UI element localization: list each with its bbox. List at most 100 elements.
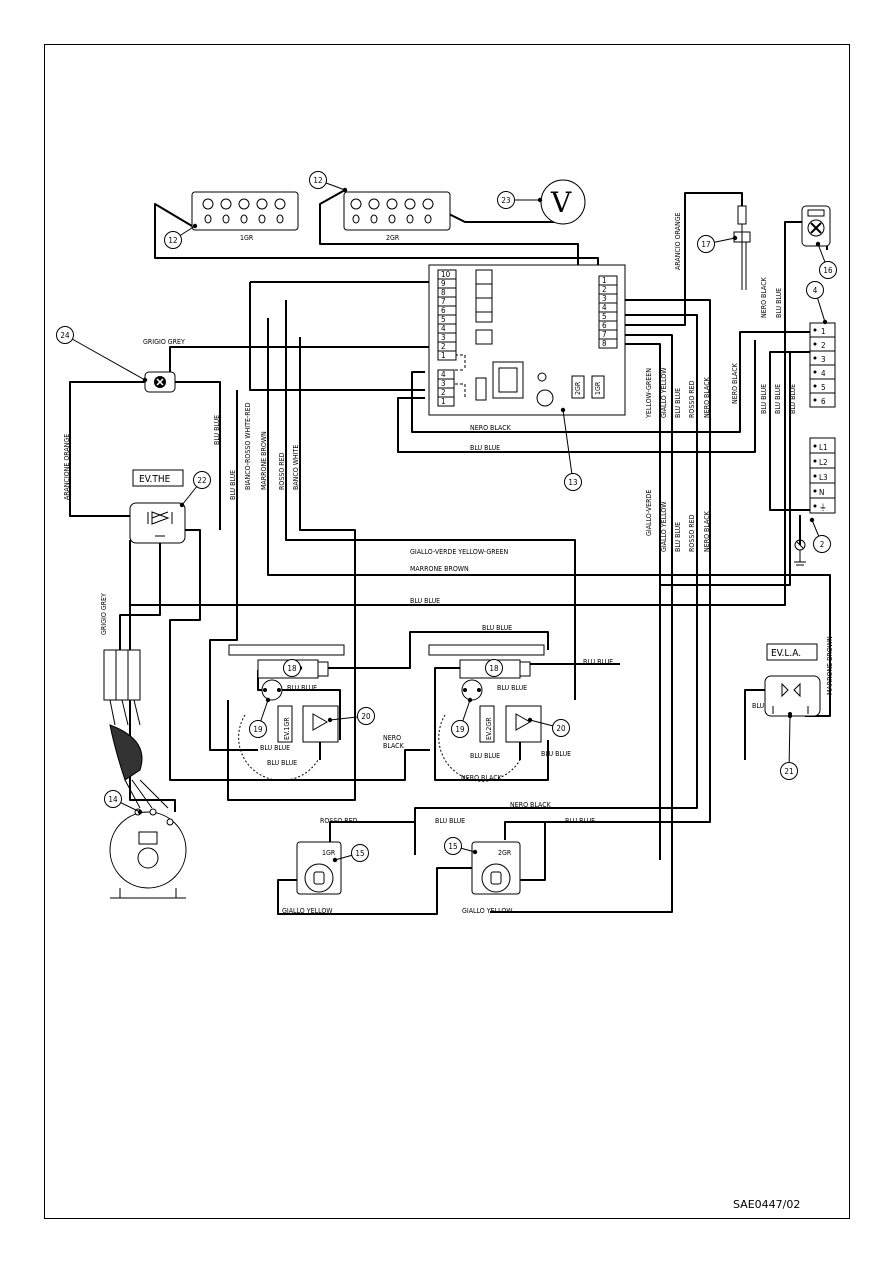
wire-label: BLU BLUE xyxy=(497,684,527,692)
wire-label: ROSSO RED xyxy=(278,452,286,490)
motor-2gr-label: 2GR xyxy=(498,849,512,857)
pin-number: 4 xyxy=(441,324,446,333)
callout-number: 14 xyxy=(108,795,118,804)
pad-2gr-label: 2GR xyxy=(386,234,400,242)
ev-1gr-label: EV.1GR xyxy=(283,717,291,740)
pin-number: 2 xyxy=(441,388,446,397)
pin-number: 5 xyxy=(602,312,607,321)
callout-number: 16 xyxy=(823,266,833,275)
callout-number: 23 xyxy=(501,196,510,205)
wire-label: BLU BLUE xyxy=(541,750,571,758)
pin-number: 7 xyxy=(441,297,446,306)
terminal-label: L2 xyxy=(819,458,828,467)
terminal-number: 4 xyxy=(821,369,826,378)
wire-label: ARANCIO ORANGE xyxy=(674,212,682,270)
ev-la-label: EV.L.A. xyxy=(771,648,801,659)
wire-label: BLU BLUE xyxy=(410,597,440,605)
wire-label: BLU BLUE xyxy=(775,288,783,318)
wire-label: BLU BLUE xyxy=(213,415,221,445)
wire-label: ROSSO RED xyxy=(320,817,358,825)
wire-label: NERO BLACK xyxy=(760,276,768,318)
wire-label: BLU BLUE xyxy=(482,624,512,632)
terminal-label: N xyxy=(819,488,824,497)
callout-number: 19 xyxy=(455,725,465,734)
terminal-number: 2 xyxy=(821,341,826,350)
pin-number: 9 xyxy=(441,279,446,288)
callout-number: 15 xyxy=(448,842,457,851)
wire-label: BLU xyxy=(752,702,764,710)
relay-1gr-label: 1GR xyxy=(594,381,602,395)
pin-number: 1 xyxy=(441,351,446,360)
callout-number: 12 xyxy=(313,176,322,185)
pin-number: 2 xyxy=(602,285,607,294)
wire-label: ARANCIONE ORANGE xyxy=(63,434,71,500)
pin-number: 3 xyxy=(441,379,446,388)
wire-label: BLU BLUE xyxy=(470,752,500,760)
wire-label: ROSSO RED xyxy=(688,514,696,552)
wire-label: BANCO WHITE xyxy=(292,445,300,490)
pad-1gr-label: 1GR xyxy=(240,234,254,242)
pin-number: 1 xyxy=(441,397,446,406)
wire-label: BLU BLUE xyxy=(774,384,782,414)
wire-label: BIANCO-ROSSO WHITE-RED xyxy=(244,402,252,490)
callout-number: 2 xyxy=(820,540,825,549)
callout-number: 20 xyxy=(556,724,566,733)
wire-label: NERO BLACK xyxy=(461,774,503,782)
wire-label: YELLOW-GREEN xyxy=(645,368,653,419)
pin-number: 7 xyxy=(602,330,607,339)
lamp-24 xyxy=(144,371,176,393)
pin-number: 3 xyxy=(441,333,446,342)
pin-number: 1 xyxy=(602,276,607,285)
pin-number: 8 xyxy=(602,339,607,348)
wire-label: NERO xyxy=(383,734,401,742)
keypad-1gr xyxy=(191,191,299,231)
pin-number: 2 xyxy=(441,342,446,351)
wire-label: BLU BLUE xyxy=(789,384,797,414)
pin-number: 6 xyxy=(441,306,446,315)
probe-sensor xyxy=(733,205,751,290)
wire-label: ROSSO RED xyxy=(688,380,696,418)
wire-label: NERO BLACK xyxy=(703,510,711,552)
pin-number: 8 xyxy=(441,288,446,297)
wire-label: MARRONE BROWN xyxy=(260,431,268,490)
terminal-number: 6 xyxy=(821,397,826,406)
terminal-number: 3 xyxy=(821,355,826,364)
terminal-label: ⏚ xyxy=(819,503,827,512)
wire-label: BLU BLUE xyxy=(260,744,290,752)
wire-label: MARRONE BROWN xyxy=(410,565,469,573)
wire-label: BLACK xyxy=(383,742,405,750)
document-reference: SAE0447/02 xyxy=(733,1198,800,1211)
wire-label: NERO BLACK xyxy=(703,376,711,418)
lamp-16 xyxy=(801,205,831,247)
callout-number: 15 xyxy=(355,849,364,858)
callout-number: 13 xyxy=(568,478,577,487)
wire-label: BLU BLUE xyxy=(674,522,682,552)
terminal-number: 5 xyxy=(821,383,826,392)
wire-label: NERO BLACK xyxy=(510,801,552,809)
pin-number: 10 xyxy=(441,270,451,279)
drawing-frame xyxy=(44,44,850,1219)
callout-number: 24 xyxy=(60,331,70,340)
terminal-number: 1 xyxy=(821,327,826,336)
keypad-2gr xyxy=(343,191,451,231)
wire-label: GIALLO YELLOW xyxy=(660,367,668,418)
wire-label: GIALLO YELLOW xyxy=(462,907,513,915)
callout-number: 21 xyxy=(784,767,793,776)
labels: 1GR 2GR V 2GR 1GR EV.THE EV.L.A. EV.1GR … xyxy=(63,186,834,1211)
terminal-label: L1 xyxy=(819,443,828,452)
callout-number: 19 xyxy=(253,725,263,734)
valve-ev-the xyxy=(129,469,186,544)
pin-number: 4 xyxy=(441,370,446,379)
pump-motor xyxy=(109,808,187,899)
callout-number: 18 xyxy=(287,664,297,673)
wire-label: GIALLO-VERDE xyxy=(645,490,653,536)
pump-motor-1gr xyxy=(296,841,342,895)
pin-number: 4 xyxy=(602,303,607,312)
wire-label: GRIGIO GREY xyxy=(143,338,185,346)
wire-label: MARRONE BROWN xyxy=(826,636,834,695)
